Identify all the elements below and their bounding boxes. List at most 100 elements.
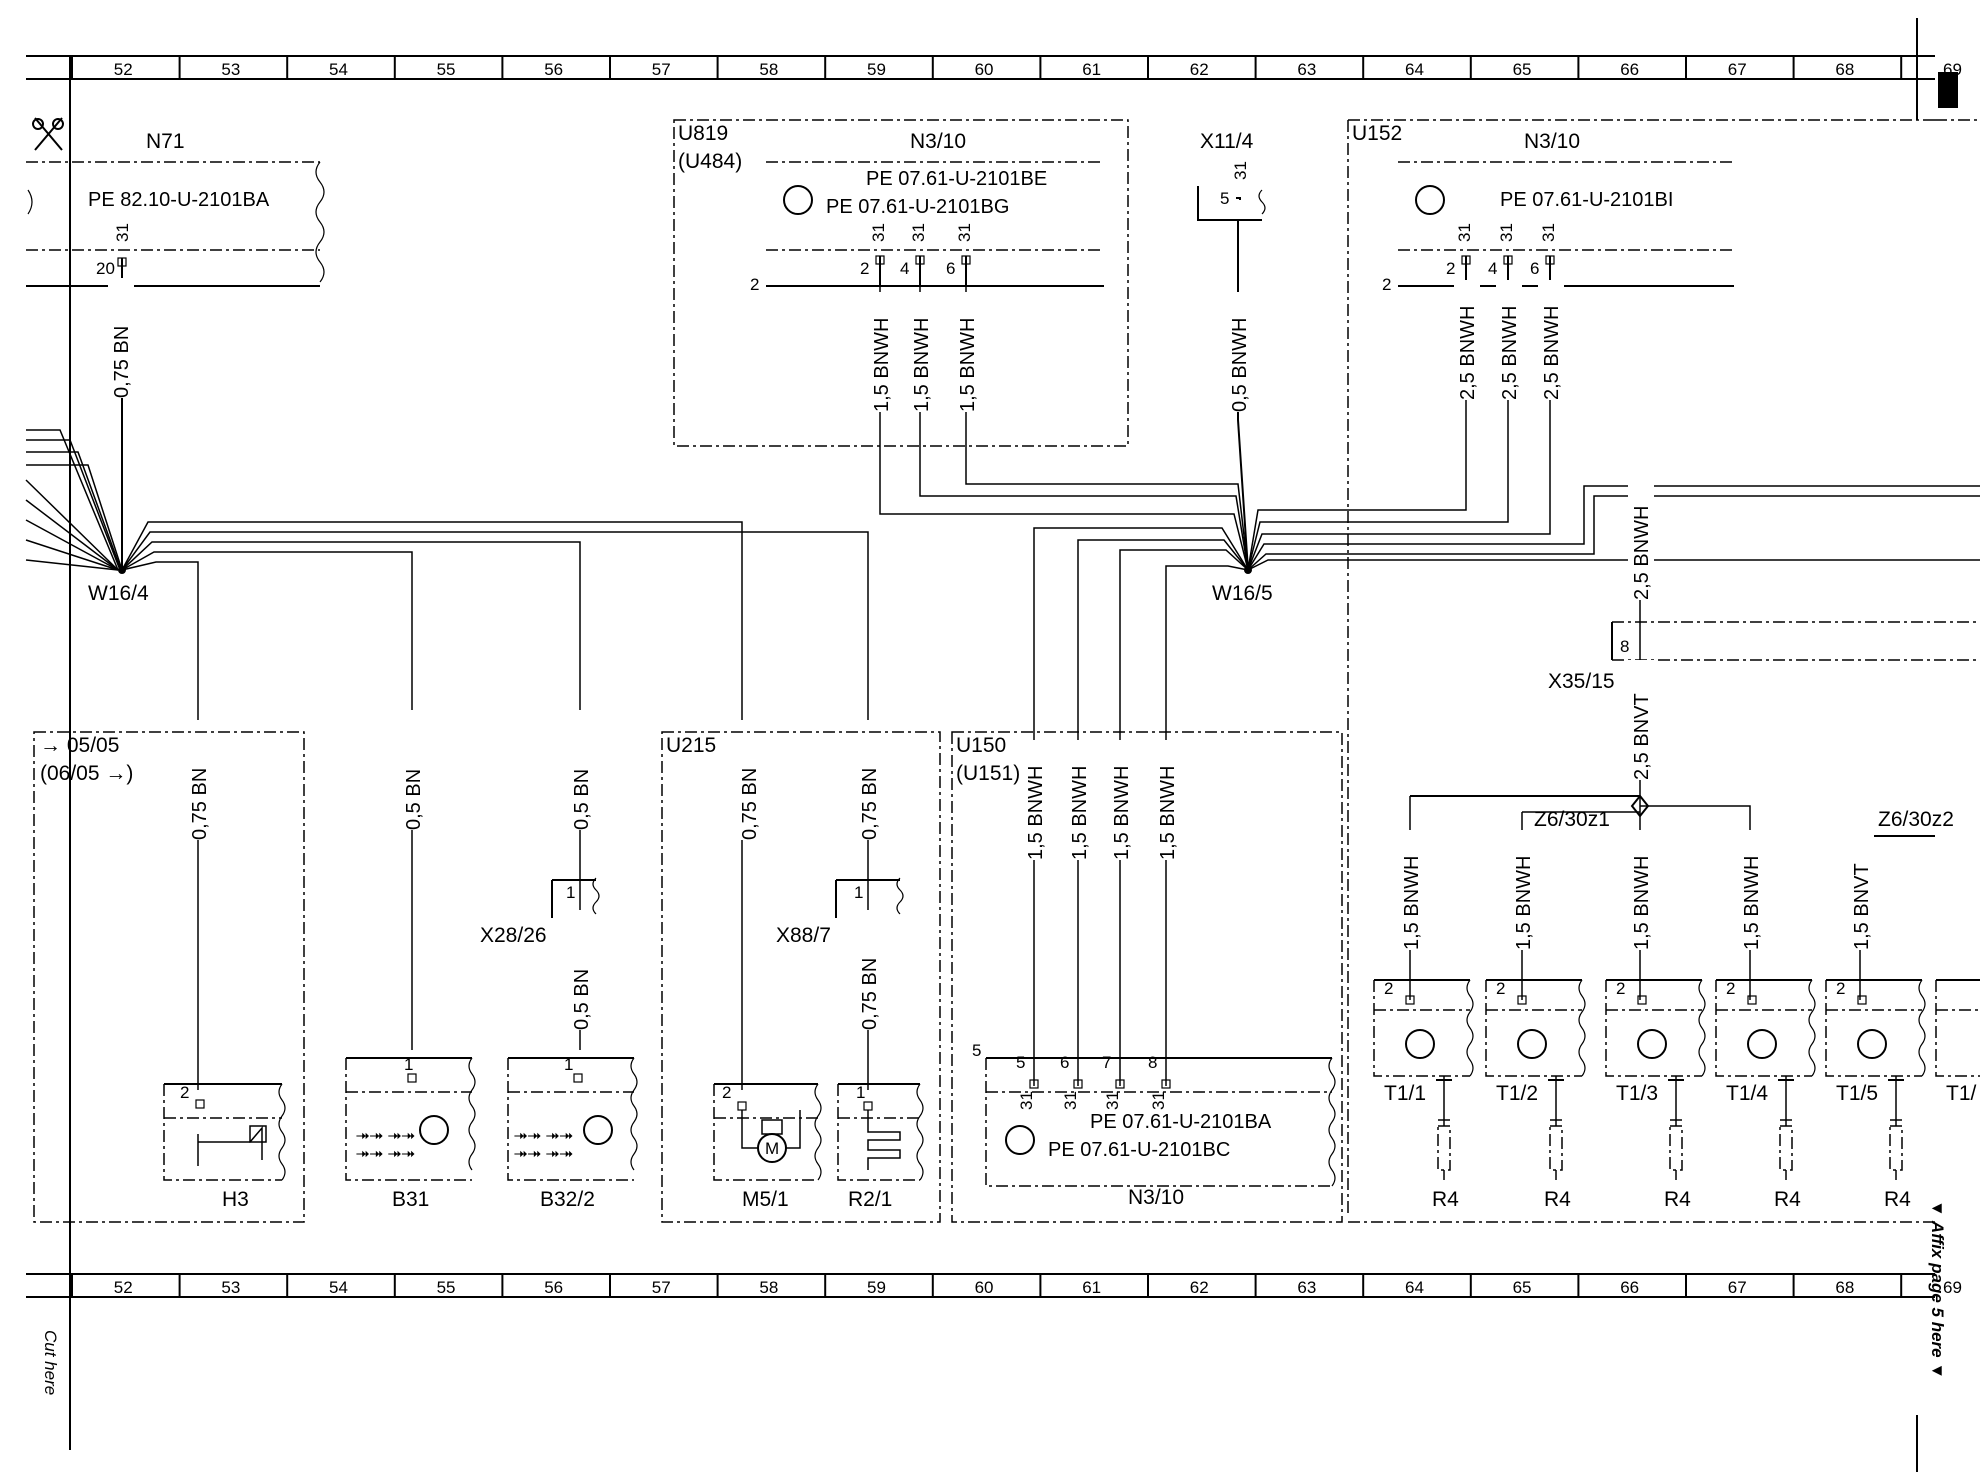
resistor-label: R4 [1774, 1188, 1801, 1211]
ruler-number: 67 [1728, 1278, 1747, 1297]
ruler-number: 65 [1513, 60, 1532, 79]
svg-text:U215: U215 [666, 734, 716, 757]
transducer: T1/ [1935, 979, 1980, 1105]
u150-group: U150 (U151) [951, 731, 1343, 1223]
svg-text:1: 1 [856, 1083, 865, 1102]
wire-label: 0,5 BN [571, 969, 593, 1030]
wire-label: 2,5 BNWH [1631, 506, 1653, 600]
svg-text:N3/10: N3/10 [910, 130, 966, 153]
x35-15-pin: 8 [1620, 637, 1629, 656]
wire-label: 0,5 BN [571, 769, 593, 830]
ruler-number: 63 [1297, 60, 1316, 79]
ruler-number: 65 [1513, 1278, 1532, 1297]
n71-terminal: 31 [113, 223, 132, 242]
resistor-label: R4 [1664, 1188, 1691, 1211]
x11-4-connector: X11/4 31 5 [1197, 130, 1266, 221]
svg-text:(06/05 →): (06/05 →) [40, 762, 133, 785]
x28-26-connector: 1 X28/26 [480, 877, 600, 947]
z6-30z1-label: Z6/30z1 [1534, 808, 1610, 831]
svg-text:2: 2 [722, 1083, 731, 1102]
wire-label: 1,5 BNWH [1513, 856, 1535, 950]
svg-text:X11/4: X11/4 [1200, 130, 1254, 153]
splice-w16-4 [118, 566, 126, 574]
wire-label: 1,5 BNWH [1157, 766, 1179, 860]
resistor-label: R4 [1544, 1188, 1571, 1211]
svg-text:PE 07.61-U-2101BA: PE 07.61-U-2101BA [1090, 1111, 1272, 1133]
ruler-number: 54 [329, 1278, 348, 1297]
terminal-number: 31 [1455, 223, 1474, 242]
pin-number: 6 [946, 259, 955, 278]
svg-text:2: 2 [750, 275, 759, 294]
terminal-number: 31 [869, 223, 888, 242]
svg-text:2: 2 [180, 1083, 189, 1102]
wire-label: 1,5 BNWH [1741, 856, 1763, 950]
wire-label: 2,5 BNWH [1541, 306, 1563, 400]
svg-text:M5/1: M5/1 [742, 1188, 789, 1211]
svg-text:X28/26: X28/26 [480, 924, 547, 947]
x35-15-diamond [1630, 794, 1650, 818]
wire-label: 1,5 BNWH [1025, 766, 1047, 860]
svg-text:X88/7: X88/7 [776, 924, 831, 947]
wire-label: 1,5 BNVT [1851, 863, 1873, 950]
ruler-number: 61 [1082, 60, 1101, 79]
pin-number: 7 [1102, 1053, 1111, 1072]
wire-label: 0,75 BN [739, 768, 761, 840]
terminal-number: 31 [909, 223, 928, 242]
svg-text:1: 1 [564, 1055, 573, 1074]
ruler-number: 53 [221, 60, 240, 79]
ruler-number: 60 [975, 1278, 994, 1297]
ruler-number: 64 [1405, 1278, 1424, 1297]
svg-text:→ 05/05: → 05/05 [40, 734, 119, 757]
pin-number: 2 [1726, 979, 1735, 998]
wire-label: 2,5 BNWH [1457, 306, 1479, 400]
svg-text:5: 5 [1220, 189, 1229, 208]
ruler-number: 62 [1190, 1278, 1209, 1297]
pin-number: 2 [1836, 979, 1845, 998]
h3-horn: 2 H3 [163, 1083, 286, 1211]
ruler-number: 69 [1943, 1278, 1962, 1297]
ruler-number: 57 [652, 60, 671, 79]
ruler-number: 54 [329, 60, 348, 79]
ruler-number: 58 [759, 60, 778, 79]
ruler-number: 57 [652, 1278, 671, 1297]
wire-label: 0,75 BN [189, 768, 211, 840]
terminal-number: 31 [1103, 1091, 1122, 1110]
pin-number: 2 [860, 259, 869, 278]
ruler-number: 66 [1620, 1278, 1639, 1297]
ruler-number: 56 [544, 60, 563, 79]
svg-text:U150: U150 [956, 734, 1006, 757]
svg-text:U152: U152 [1352, 122, 1402, 145]
ruler-number: 58 [759, 1278, 778, 1297]
wire-label: 0,75 BN [859, 958, 881, 1030]
svg-text:PE 07.61-U-2101BG: PE 07.61-U-2101BG [826, 196, 1009, 218]
pin-number: 5 [1016, 1053, 1025, 1072]
svg-text:B31: B31 [392, 1188, 429, 1211]
pin-number: 6 [1530, 259, 1539, 278]
transducer-label: T1/1 [1384, 1082, 1426, 1105]
wire-label: 0,75 BN [111, 326, 133, 398]
w16-5-label: W16/5 [1212, 582, 1273, 605]
pin-number: 2 [1384, 979, 1393, 998]
pin-number: 8 [1148, 1053, 1157, 1072]
wire-label: 1,5 BNWH [911, 318, 933, 412]
ruler-number: 59 [867, 60, 886, 79]
svg-text:1: 1 [566, 883, 575, 902]
x35-15-label: X35/15 [1548, 670, 1615, 693]
wire-label: 2,5 BNWH [1499, 306, 1521, 400]
ruler-number: 63 [1297, 1278, 1316, 1297]
svg-text:5: 5 [972, 1041, 981, 1060]
pin-number: 2 [1616, 979, 1625, 998]
n71-pin: 20 [96, 259, 115, 278]
transducer-label: T1/3 [1616, 1082, 1658, 1105]
transducer-label: T1/ [1946, 1082, 1977, 1105]
resistor-label: R4 [1884, 1188, 1911, 1211]
cut-here-label: Cut here [41, 1330, 60, 1395]
ruler-number: 53 [221, 1278, 240, 1297]
u215-group: U215 [661, 731, 941, 1223]
transducer-label: T1/4 [1726, 1082, 1768, 1105]
wire-label: 1,5 BNWH [1401, 856, 1423, 950]
